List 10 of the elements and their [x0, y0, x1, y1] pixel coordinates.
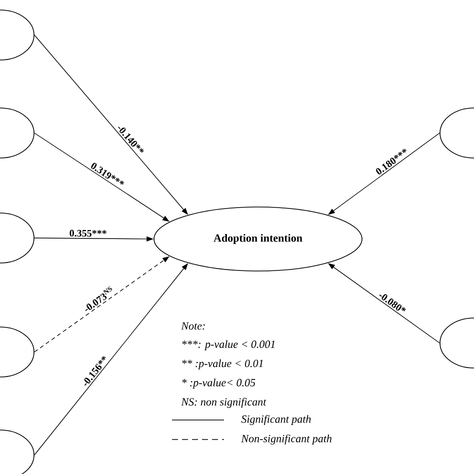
note-text: * :p-value< 0.05 [182, 378, 256, 389]
note-text: ***: p-value < 0.001 [182, 340, 274, 350]
legend-text: Significant path [241, 414, 311, 426]
note-text: Note: [181, 322, 205, 330]
note-text: ** :p-value < 0.01 [182, 359, 263, 370]
arrow [34, 256, 170, 352]
edge-label: 0.355*** [68, 229, 108, 238]
arrow [34, 132, 170, 222]
legend-text: Non-significant path [241, 434, 332, 445]
note-text: NS: non significant [181, 398, 266, 408]
